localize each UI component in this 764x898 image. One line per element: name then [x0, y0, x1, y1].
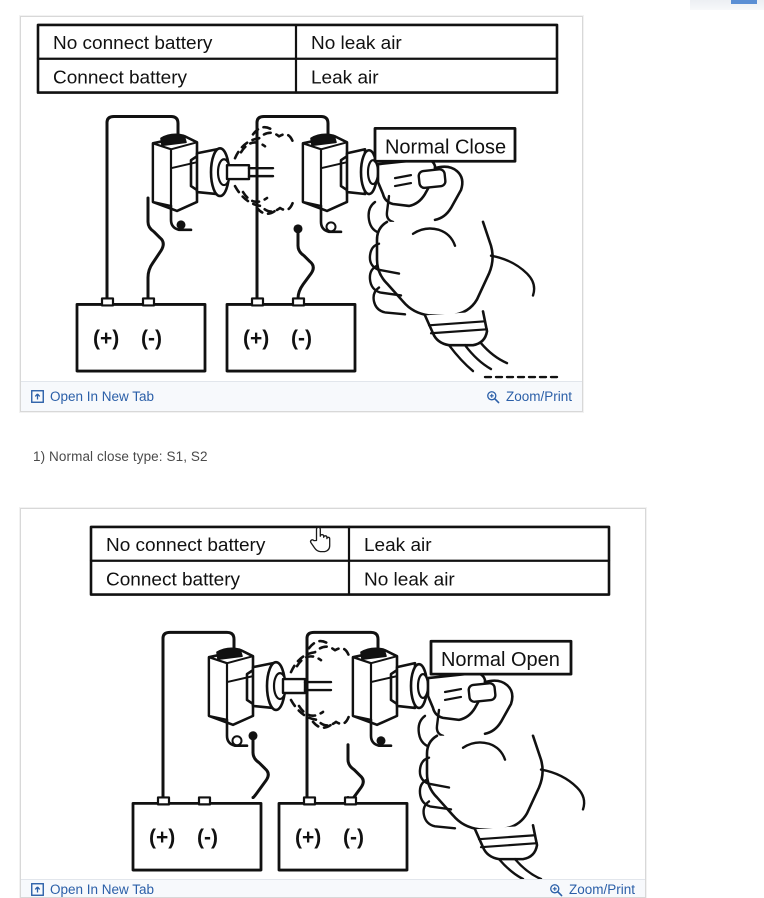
valve-type-label: Normal Close — [385, 136, 506, 158]
top-cutoff-blue-element — [731, 0, 757, 4]
table-cell-condition: No connect battery — [53, 33, 213, 54]
table-cell-result: Leak air — [311, 68, 379, 89]
table-cell-condition: No connect battery — [106, 535, 266, 556]
image-viewer-normal-close: No connect battery No leak air Connect b… — [20, 16, 583, 412]
table-cell-condition: Connect battery — [53, 68, 188, 89]
figure-canvas-normal-close: No connect battery No leak air Connect b… — [21, 17, 582, 381]
valve-type-label: Normal Open — [441, 649, 560, 671]
figure-canvas-normal-open: No connect battery Leak air Connect batt… — [21, 509, 645, 879]
zoom-print-button[interactable]: Zoom/Print — [486, 390, 572, 404]
viewer-toolbar-normal-open: Open In New Tab Zoom/Print — [21, 879, 645, 897]
open-in-new-tab-button[interactable]: Open In New Tab — [31, 883, 154, 897]
page-top-edge-shade — [690, 0, 764, 10]
image-viewer-normal-open: No connect battery Leak air Connect batt… — [20, 508, 646, 898]
battery-negative-terminal-label: (-) — [197, 826, 218, 849]
zoom-print-button[interactable]: Zoom/Print — [549, 883, 635, 897]
open-in-new-window-icon — [31, 390, 44, 403]
magnifier-plus-icon — [487, 390, 500, 403]
viewer-toolbar-normal-close: Open In New Tab Zoom/Print — [21, 381, 582, 411]
battery-positive-terminal-label: (+) — [243, 327, 269, 350]
zoom-print-label: Zoom/Print — [568, 882, 635, 898]
magnifier-plus-icon — [550, 884, 563, 897]
normal-open-line-drawing: No connect battery Leak air Connect batt… — [89, 525, 611, 879]
table-cell-result: No leak air — [311, 33, 402, 54]
battery-negative-terminal-label: (-) — [291, 327, 312, 350]
normal-close-line-drawing: No connect battery No leak air Connect b… — [36, 23, 559, 379]
battery-negative-terminal-label: (-) — [343, 826, 364, 849]
zoom-print-label: Zoom/Print — [505, 388, 572, 404]
battery-positive-terminal-label: (+) — [93, 327, 119, 350]
open-in-new-tab-label: Open In New Tab — [50, 388, 155, 404]
figure-caption-normal-close: 1) Normal close type: S1, S2 — [33, 449, 208, 464]
battery-negative-terminal-label: (-) — [141, 327, 162, 350]
table-cell-result: No leak air — [364, 570, 455, 591]
table-cell-result: Leak air — [364, 535, 432, 556]
battery-positive-terminal-label: (+) — [295, 826, 321, 849]
open-in-new-window-icon — [31, 883, 44, 897]
open-in-new-tab-button[interactable]: Open In New Tab — [31, 390, 154, 404]
table-cell-condition: Connect battery — [106, 570, 241, 591]
open-in-new-tab-label: Open In New Tab — [50, 882, 155, 897]
battery-positive-terminal-label: (+) — [149, 826, 175, 849]
